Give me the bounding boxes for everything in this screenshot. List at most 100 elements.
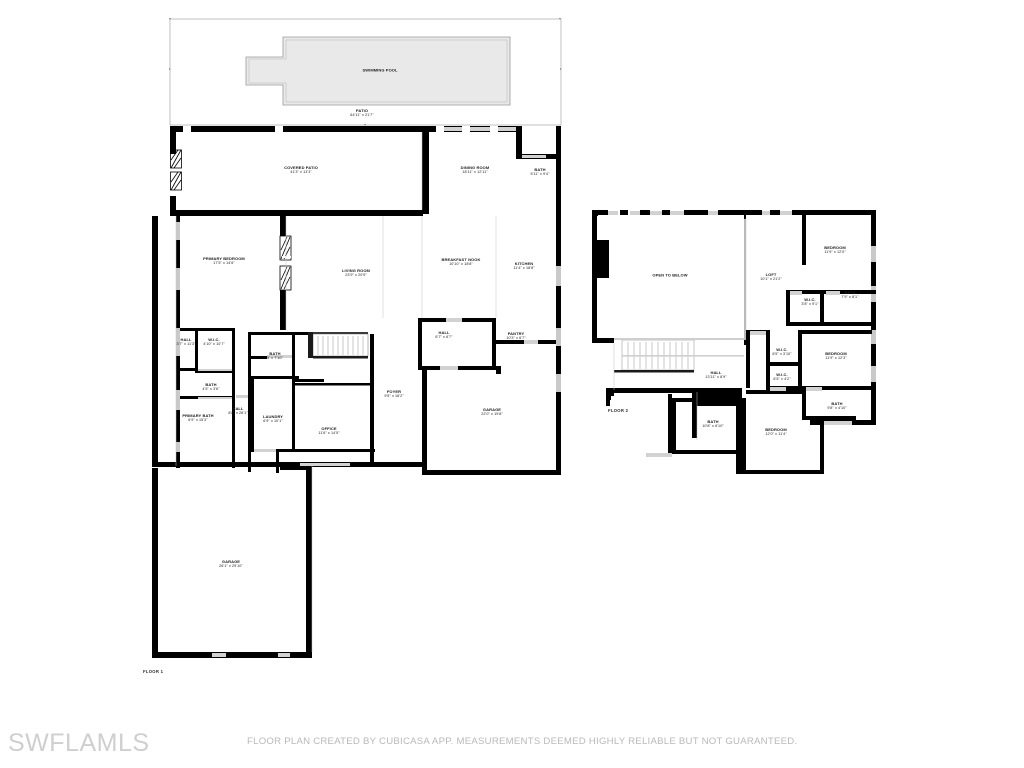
room-name: BATH — [831, 401, 843, 407]
room-name: BATH — [844, 290, 856, 296]
room-dimensions: 12'0" x 11'4" — [765, 432, 787, 437]
room-name: PRIMARY BATH — [182, 413, 214, 419]
room-name: GARAGE — [221, 559, 241, 565]
floor2-staircase — [614, 338, 744, 373]
room-name: FOYER — [386, 389, 402, 395]
room-dimensions: 10'3" x 6'7" — [506, 336, 526, 341]
floor1-openings — [198, 127, 546, 657]
room-dimensions: 10'10" x 18'8" — [449, 262, 473, 267]
room-name: PRIMARY BEDROOM — [203, 256, 245, 262]
room-name: DINING ROOM — [460, 165, 490, 171]
room-name: HALL — [438, 330, 450, 336]
room-dimensions: 11'6" x 14'5" — [318, 431, 340, 436]
room-dimensions: 8'8" x 26'1" — [228, 411, 248, 416]
room-dimensions: 4'5" x 3'6" — [202, 387, 220, 392]
floor-1-tag: FLOOR 1 — [143, 669, 164, 674]
room-dimensions: 9'5" x 18'2" — [384, 394, 404, 399]
room-name: LIVING ROOM — [342, 268, 370, 274]
room-name: W.I.C. — [804, 297, 816, 303]
room-name: LAUNDRY — [262, 414, 284, 420]
room-name: BREAKFAST NOOK — [441, 257, 481, 263]
room-dimensions: 17'5" x 14'6" — [213, 261, 235, 266]
room-dimensions: 6'9" x 15'3" — [188, 418, 208, 423]
room-name: W.I.C. — [776, 372, 788, 378]
room-dimensions: 26'1" x 29'10" — [219, 564, 243, 569]
room-name: LOFT — [765, 272, 777, 278]
room-dimensions: 3'8" x 9'1" — [801, 302, 819, 307]
room-dimensions: 6'5" x 3'10" — [772, 352, 792, 357]
room-name: BEDROOM — [765, 427, 787, 433]
room-dimensions: 6'9" x 10'1" — [263, 419, 283, 424]
room-label: OPEN TO BELOW — [652, 273, 687, 278]
room-name: GARAGE — [482, 407, 502, 413]
room-name: SWIMMING POOL — [362, 67, 398, 73]
disclaimer-text: FLOOR PLAN CREATED BY CUBICASA APP. MEAS… — [247, 736, 798, 747]
floor-2-tag: FLOOR 2 — [608, 408, 629, 413]
room-name: HALL — [180, 337, 192, 343]
floor2-filled-niches — [595, 240, 742, 406]
room-dimensions: 6'5" x 4'2" — [773, 377, 791, 382]
room-name: W.I.C. — [776, 347, 788, 353]
room-dimensions: 13'11" x 8'9" — [705, 375, 727, 380]
room-dimensions: 18'11" x 12'11" — [462, 170, 488, 175]
room-dimensions: 3'7" x 11'3" — [176, 342, 196, 347]
swimming-pool — [245, 36, 511, 106]
room-name: BATH — [205, 382, 217, 388]
room-name: HALL — [232, 406, 244, 412]
floor2-openings — [608, 211, 852, 457]
room-dimensions: 11'9" x 12'3" — [825, 356, 847, 361]
room-dimensions: 6'7" x 6'7" — [435, 335, 453, 340]
room-dimensions: 64'11" x 21'7" — [350, 113, 374, 118]
room-label: W.I.C.6'5" x 4'2" — [773, 372, 790, 382]
patio-tick-marks — [169, 18, 562, 126]
room-dimensions: 7'9" x 8'1" — [841, 295, 859, 300]
room-dimensions: 23'9" x 20'5" — [345, 273, 367, 278]
room-dimensions: 4'10" x 10'7" — [203, 342, 225, 347]
room-name: BATH — [534, 167, 546, 173]
room-dimensions: 5' x 7'10" — [267, 356, 283, 361]
room-name: BEDROOM — [824, 245, 846, 251]
room-label: W.I.C.3'8" x 9'1" — [801, 297, 818, 307]
room-dimensions: 22'0" x 19'8" — [481, 412, 503, 417]
room-label: W.I.C.6'5" x 3'10" — [772, 347, 791, 357]
floor2-thin-lines — [613, 218, 747, 440]
room-dimensions: 41'3" x 13'3" — [290, 170, 312, 175]
room-dimensions: 11'9" x 12'0" — [824, 250, 846, 255]
mls-watermark: SWFLAMLS — [8, 729, 150, 757]
room-name: PATIO — [355, 108, 369, 114]
floor1-staircase — [308, 332, 369, 359]
floor1-walls — [152, 126, 561, 658]
room-dimensions: 11'4" x 18'8" — [513, 266, 535, 271]
room-label: SWIMMING POOL — [362, 68, 397, 73]
room-dimensions: 10'8" x 6'10" — [702, 424, 724, 429]
room-name: HALL — [710, 370, 722, 376]
room-name: COVERED PATIO — [284, 165, 318, 171]
room-dimensions: 9'8" x 4'10" — [827, 406, 847, 411]
room-name: PANTRY — [507, 331, 525, 337]
room-dimensions: 5'11" x 9'4" — [530, 172, 550, 177]
room-name: OPEN TO BELOW — [652, 272, 688, 278]
room-name: BEDROOM — [825, 351, 847, 357]
